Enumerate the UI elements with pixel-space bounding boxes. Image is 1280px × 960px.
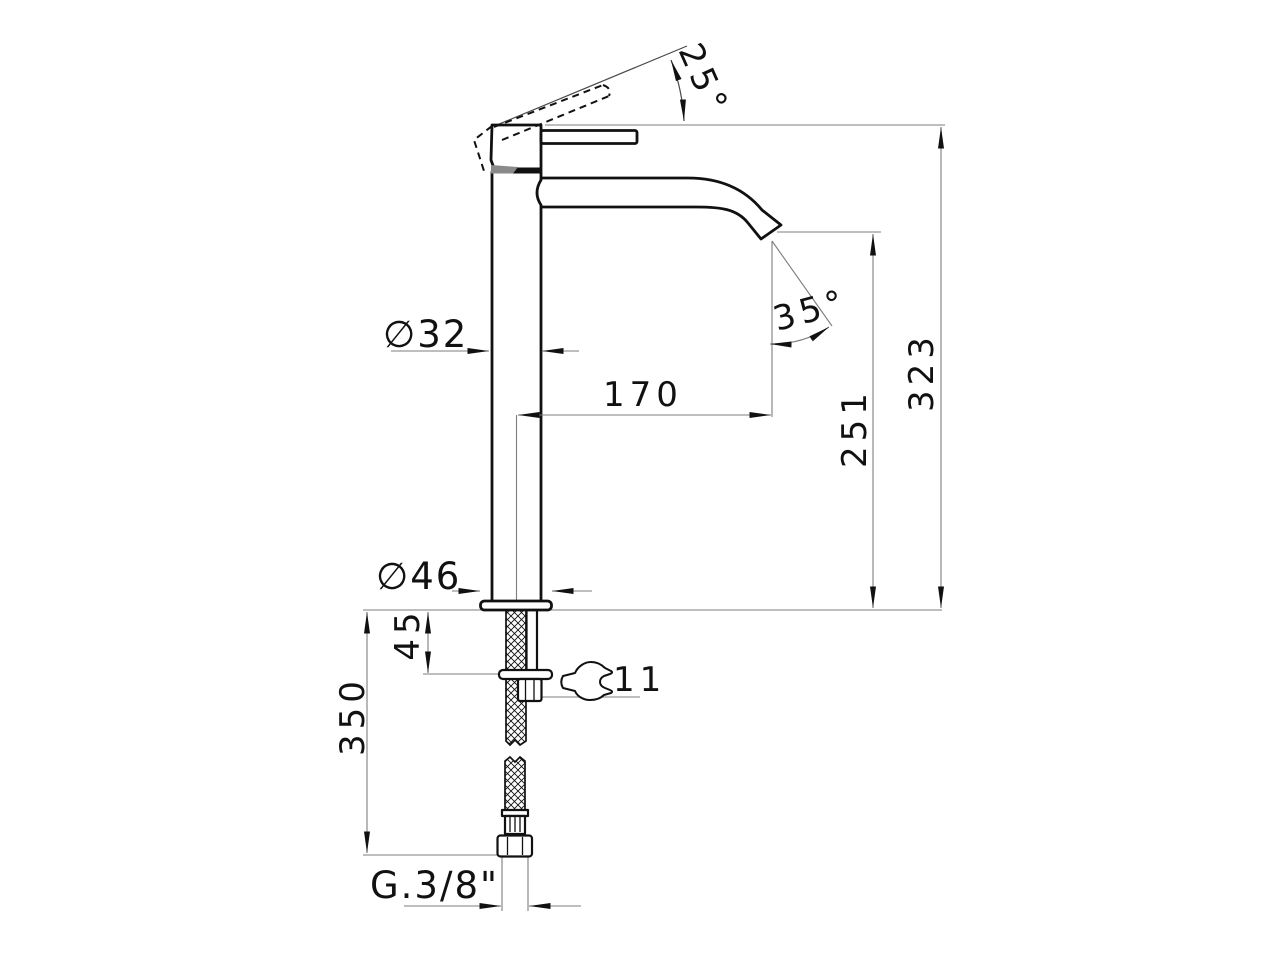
base-flange	[479, 599, 553, 612]
spout-angle-leg	[771, 240, 833, 327]
head-joint-band	[494, 167, 541, 174]
wrench-size-label: 11	[613, 660, 666, 700]
under-deck-assembly	[479, 599, 614, 858]
body-diameter-label: ∅32	[383, 313, 468, 356]
cartridge-head	[489, 123, 543, 173]
dim-spout-angle-arc	[769, 326, 830, 348]
mounting-nut	[516, 677, 543, 703]
wrench-icon	[560, 661, 614, 701]
dim-handle-angle-arc	[670, 59, 686, 122]
faucet-above-deck	[473, 84, 783, 603]
hose-length-label: 350	[333, 676, 373, 756]
outlet-height-label: 251	[835, 388, 875, 468]
hose-connection-nut	[496, 834, 534, 858]
spout-reach-label: 170	[603, 375, 683, 415]
lock-washer	[497, 668, 554, 681]
head-joint-wedge	[491, 165, 518, 174]
extension-lines	[363, 45, 945, 911]
spout-angle-label: 35°	[769, 282, 852, 340]
supply-hose-braid	[504, 755, 526, 811]
total-height-label: 323	[902, 332, 942, 412]
dimension-lines	[364, 59, 944, 909]
mounting-rod	[525, 608, 539, 673]
handle-angle-label: 25°	[670, 37, 737, 122]
clearance-label: 45	[388, 607, 428, 660]
handle-angle-leg	[491, 45, 688, 128]
lever-handle	[539, 129, 639, 145]
base-diameter-label: ∅46	[376, 555, 461, 598]
dimension-labels: 25° 35° ∅32 170 251 323 ∅46 45 350 11 G.…	[333, 37, 942, 907]
spout-root-fillet	[535, 178, 543, 207]
lever-handle-raised-phantom	[473, 84, 611, 172]
connection-thread-label: G.3/8"	[370, 864, 499, 907]
faucet-spout	[541, 176, 783, 241]
